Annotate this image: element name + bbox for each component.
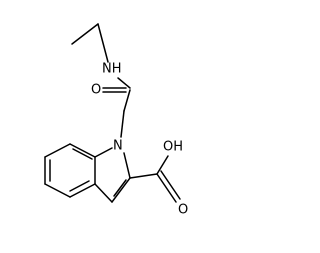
atom-label-n1: N	[113, 139, 123, 154]
bond-cooh-o-1	[156, 173, 177, 203]
atom-label-amide-o: O	[91, 83, 101, 98]
bond-cooh-o-2	[160, 170, 181, 200]
bond-carbonyl-ch2	[123, 89, 131, 112]
bond-ethyl-ch3-ch2	[71, 23, 99, 45]
atom-label-acid-o: O	[178, 203, 188, 218]
bond-c2-cooh	[129, 173, 158, 179]
bond-cooh-oh	[156, 155, 169, 175]
bond-benzene-4	[44, 183, 71, 198]
bond-benzene-inner-1	[72, 148, 93, 160]
bond-c3-c2	[111, 177, 131, 203]
bond-ethyl-ch2-n	[97, 23, 109, 63]
bond-benzene-inner-3	[69, 180, 90, 192]
atom-label-nh: NH	[102, 62, 122, 77]
atom-label-oh: OH	[163, 140, 183, 155]
bond-c3-c2-inner	[113, 179, 127, 197]
bond-nh-carbonyl	[117, 77, 131, 89]
bond-benzene-5	[69, 183, 96, 198]
bond-c3a-c3	[94, 183, 113, 203]
bond-ch2-n1	[120, 110, 125, 138]
bond-benzene-1	[69, 143, 96, 158]
bond-benzene-2	[44, 143, 71, 158]
chemical-structure: NH O N OH O	[44, 23, 188, 218]
bond-n1-c2	[123, 152, 131, 179]
bond-n1-c7a	[94, 147, 113, 158]
